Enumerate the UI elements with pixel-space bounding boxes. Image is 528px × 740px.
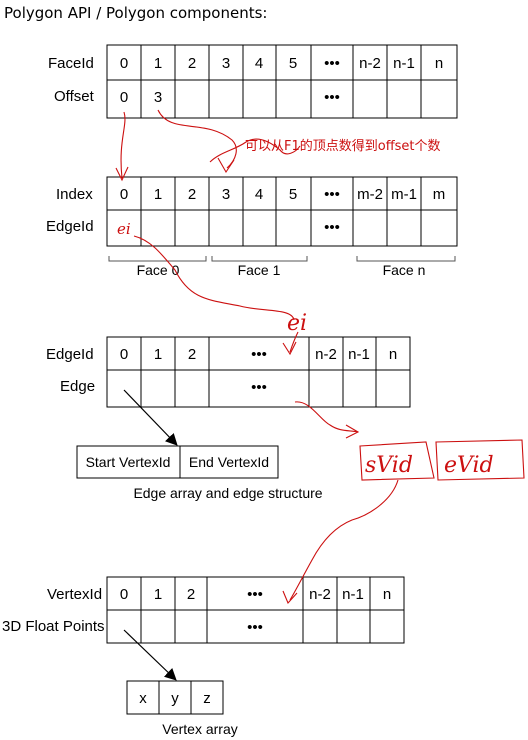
edge-array-caption: Edge array and edge structure — [133, 485, 322, 501]
z-cell: z — [203, 690, 211, 707]
face-table — [106, 44, 458, 119]
vertex-id-cell: 0 — [120, 586, 128, 603]
ei-large-label: ei — [287, 311, 307, 336]
offset-cells: 0 3 ••• — [120, 89, 340, 106]
offset-note: 可以从F1的顶点数得到offset个数 — [245, 138, 441, 154]
edge-struct-box — [76, 445, 279, 479]
edge-label: Edge — [60, 378, 95, 395]
vertex-points-ellipsis: ••• — [247, 619, 263, 636]
edge-to-vid-arrow — [294, 401, 359, 433]
index-cell: m-1 — [391, 186, 417, 203]
index-label: Index — [56, 186, 93, 203]
index-cell: 1 — [154, 186, 162, 203]
offset-to-index-arrowhead — [115, 166, 129, 182]
evid-box — [435, 439, 525, 481]
face-group-label: Face 1 — [238, 262, 281, 278]
end-vertexid-label: End VertexId — [189, 454, 269, 470]
vertex-id-cell: n — [383, 586, 391, 603]
offset-ellipsis: ••• — [324, 89, 340, 106]
vertex-id-cells: 0 1 2 ••• n-2 n-1 n — [120, 586, 391, 603]
edge-row-ellipsis: ••• — [251, 379, 267, 396]
faceid-cell: n-1 — [393, 55, 415, 72]
vertexid-label: VertexId — [47, 586, 102, 603]
face-group-label: Face n — [383, 262, 426, 278]
faceid-cell: 5 — [289, 55, 297, 72]
edge-id-cell: n-2 — [315, 346, 337, 363]
faceid-ellipsis: ••• — [324, 55, 340, 72]
vertex-id-ellipsis: ••• — [247, 586, 263, 603]
note-underline — [209, 138, 301, 163]
index-cell: 5 — [289, 186, 297, 203]
faceid-cell: n-2 — [359, 55, 381, 72]
faceid-cell: 1 — [154, 55, 162, 72]
edge-id-cell: 1 — [154, 346, 162, 363]
faceid-cell: 2 — [188, 55, 196, 72]
index-cell: 4 — [255, 186, 263, 203]
index-cell: m — [433, 186, 446, 203]
evid-label: eVid — [444, 453, 494, 478]
vertex-array-caption: Vertex array — [162, 721, 237, 737]
index-cell: 0 — [120, 186, 128, 203]
faceid-cell: 3 — [222, 55, 230, 72]
y-cell: y — [171, 690, 179, 707]
edge-id-cell: 0 — [120, 346, 128, 363]
vid-to-vertex-arrow — [289, 479, 399, 601]
offset-cell: 3 — [154, 89, 162, 106]
index-cells: 0 1 2 3 4 5 ••• m-2 m-1 m — [120, 186, 445, 203]
edge-id-cell: 2 — [188, 346, 196, 363]
index-cell: m-2 — [357, 186, 383, 203]
ei-to-edge-arrow — [289, 331, 299, 353]
svid-label: sVid — [365, 453, 413, 478]
red-annotations — [115, 109, 525, 605]
edgeid-label: EdgeId — [46, 218, 94, 235]
vertex-id-cell: 1 — [154, 586, 162, 603]
xyz-box — [126, 680, 224, 715]
edge-id-cell: n-1 — [348, 346, 370, 363]
offset3-arrowhead — [217, 157, 235, 174]
offset-cell: 0 — [120, 89, 128, 106]
vertex-id-cell: n-1 — [342, 586, 364, 603]
faceid-cell: n — [435, 55, 443, 72]
index-ellipsis: ••• — [324, 186, 340, 203]
svid-box — [359, 441, 435, 481]
edge-struct-arrow — [123, 389, 178, 446]
offset-to-index-arrow — [120, 111, 126, 179]
ei-to-edge-curve — [133, 235, 295, 321]
index-cell: 2 — [188, 186, 196, 203]
ei-to-edge-arrowhead — [282, 341, 297, 356]
edge-edgeid-label: EdgeId — [46, 346, 94, 363]
faceid-cells: 0 1 2 3 4 5 ••• n-2 n-1 n — [120, 55, 443, 72]
edge-id-cells: 0 1 2 ••• n-2 n-1 n — [120, 346, 397, 363]
vertex-xyz-arrow — [123, 629, 177, 681]
vertex-id-cell: n-2 — [309, 586, 331, 603]
vertex-table — [106, 576, 405, 644]
face-group-brackets — [108, 256, 456, 262]
ei-small-label: ei — [117, 220, 131, 238]
edge-id-ellipsis: ••• — [251, 346, 267, 363]
faceid-cell: 4 — [255, 55, 263, 72]
offset3-to-index3-arrow — [157, 109, 237, 169]
face-group-label: Face 0 — [137, 262, 180, 278]
start-vertexid-label: Start VertexId — [86, 454, 171, 470]
index-cell: 3 — [222, 186, 230, 203]
edge-table — [106, 336, 411, 408]
edge-to-vid-arrowhead — [345, 424, 360, 439]
vid-to-vertex-arrowhead — [282, 590, 298, 605]
offset-label: Offset — [54, 88, 95, 105]
faceid-cell: 0 — [120, 55, 128, 72]
x-cell: x — [139, 690, 147, 707]
vertex-id-cell: 2 — [187, 586, 195, 603]
index-table — [106, 176, 458, 247]
edgeid-ellipsis: ••• — [324, 219, 340, 236]
float-points-label: 3D Float Points — [2, 618, 105, 635]
page-title: Polygon API / Polygon components: — [4, 4, 268, 22]
edge-id-cell: n — [389, 346, 397, 363]
faceid-label: FaceId — [48, 55, 94, 72]
